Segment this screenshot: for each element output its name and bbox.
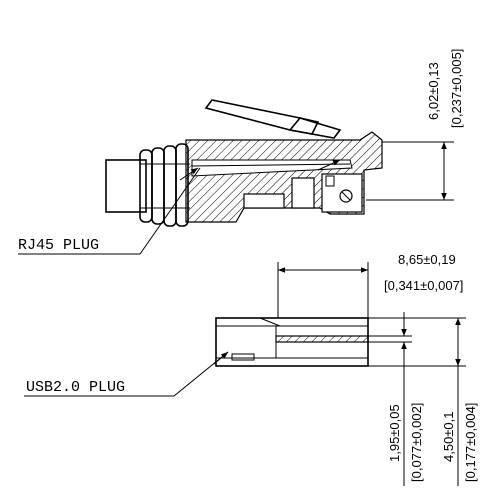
usb-inner-imperial: [0,077±0,002] [409,403,424,482]
usb-length-imperial: [0,341±0,007] [384,278,463,293]
rj45-height-imperial: [0,237±0,005] [449,49,464,128]
usb-outer-dimension [368,317,466,486]
usb-inner-metric: 1,95±0,05 [387,404,402,462]
rj45-plug-drawing [18,99,383,255]
rj45-boot [139,143,190,227]
usb-outer-metric: 4,50±0,1 [441,411,456,462]
usb-outer-imperial: [0,177±0,004] [463,403,478,482]
usb-length-dimension [277,262,369,318]
usb-leader-line [24,351,229,397]
usb-label: USB2.0 PLUG [26,379,125,396]
rj45-height-dimension [366,141,454,201]
usb-inner-dimension [368,312,412,486]
rj45-cable [105,159,147,213]
usb-length-metric: 8,65±0,19 [398,252,456,267]
usb-plug-drawing [24,317,369,397]
usb-tongue [275,335,369,343]
rj45-leader-line [18,167,201,255]
rj45-latch [204,99,342,139]
rj45-height-metric: 6,02±0,13 [426,62,441,120]
rj45-label: RJ45 PLUG [18,237,99,254]
